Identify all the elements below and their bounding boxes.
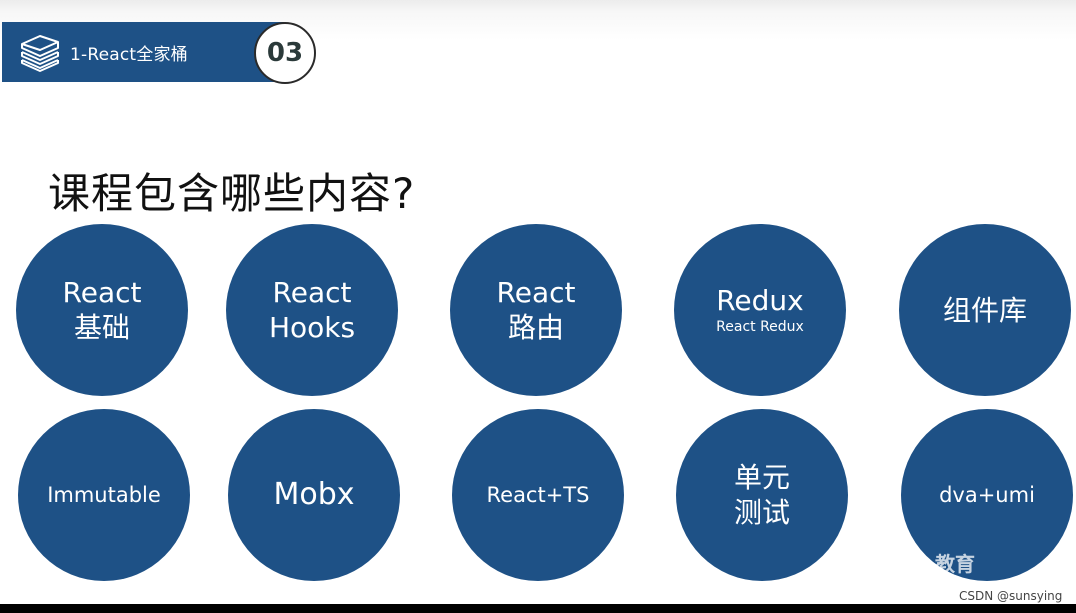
topic-label: 路由 bbox=[507, 311, 564, 344]
topic-react-ts: React+TS bbox=[452, 409, 624, 581]
header-bar: 1-React全家桶 bbox=[2, 22, 284, 82]
topic-unit-testing: 单元 测试 bbox=[676, 409, 848, 581]
books-stack-icon bbox=[21, 35, 59, 72]
topic-react-hooks: React Hooks bbox=[226, 224, 398, 396]
watermark-logo-text: 教育 bbox=[935, 552, 975, 576]
topic-label: React bbox=[272, 276, 352, 309]
topic-label: 基础 bbox=[73, 311, 130, 344]
topic-label: Redux bbox=[716, 283, 804, 317]
page-title: 课程包含哪些内容? bbox=[48, 169, 416, 218]
topic-label: React bbox=[496, 276, 576, 309]
course-title: 1-React全家桶 bbox=[70, 44, 188, 65]
topic-dva-umi: dva+umi bbox=[901, 409, 1073, 581]
topic-label: Hooks bbox=[268, 311, 356, 344]
topic-redux: Redux React Redux bbox=[674, 224, 846, 396]
topic-label: React bbox=[62, 276, 142, 309]
topic-react-basics: React 基础 bbox=[16, 224, 188, 396]
topic-label: Immutable bbox=[47, 482, 161, 507]
topic-label: 单元 bbox=[733, 461, 790, 494]
topic-label: 测试 bbox=[733, 496, 790, 529]
topic-component-library: 组件库 bbox=[899, 224, 1071, 396]
topic-react-router: React 路由 bbox=[450, 224, 622, 396]
topic-immutable: Immutable bbox=[18, 409, 190, 581]
topic-label: React+TS bbox=[486, 482, 590, 507]
topic-label: dva+umi bbox=[939, 482, 1035, 507]
topic-label: 组件库 bbox=[942, 293, 1027, 327]
topic-mobx: Mobx bbox=[228, 409, 400, 581]
topic-sublabel: React Redux bbox=[716, 318, 804, 335]
section-number-badge: 03 bbox=[254, 22, 316, 84]
topic-label: Mobx bbox=[273, 477, 355, 513]
video-bottom-bar bbox=[0, 604, 1076, 613]
csdn-credit: CSDN @sunsying bbox=[957, 589, 1065, 603]
